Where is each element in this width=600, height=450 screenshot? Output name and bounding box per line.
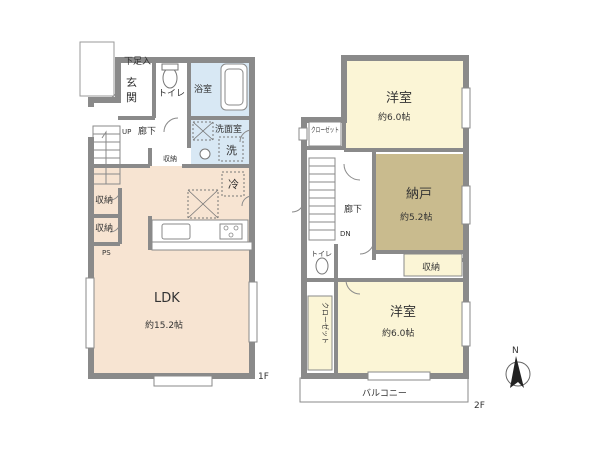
- bathtub-inner: [224, 68, 244, 106]
- kitchen-sink: [161, 223, 191, 240]
- room1-size: 約6.0帖: [378, 111, 410, 123]
- floor2-stairs: [308, 157, 336, 241]
- toilet-fixture-2f: [315, 257, 329, 275]
- label-entrance-1: 玄: [126, 75, 137, 89]
- bathtub: [220, 63, 248, 111]
- floor2: 洋室 約6.0帖 クローゼット 納戸 約5.2帖 収納 廊下 DN トイレ クロ…: [291, 55, 485, 411]
- label-storage-left-2: 収納: [95, 222, 113, 234]
- fridge-space: [221, 171, 245, 197]
- label-entrance-storage: 下足入: [124, 56, 151, 67]
- label-up: UP: [122, 128, 131, 136]
- balcony: [299, 377, 469, 403]
- label-ps: PS: [102, 249, 111, 257]
- label-balcony: バルコニー: [362, 388, 407, 399]
- compass: N: [505, 346, 531, 388]
- ldk-size: 約15.2帖: [145, 319, 183, 331]
- entry-porch: [79, 41, 115, 97]
- wash-basin: [199, 148, 211, 160]
- label-entrance-2: 関: [126, 91, 137, 104]
- washer-space: [218, 136, 244, 162]
- label-toilet-2f: トイレ: [311, 250, 332, 258]
- kitchen-stove: [219, 223, 243, 240]
- compass-needle: [510, 356, 524, 388]
- label-washroom: 洗面室: [215, 123, 242, 135]
- room1-name: 洋室: [386, 90, 412, 106]
- label-storage-left-1: 収納: [95, 194, 113, 206]
- room2-name: 洋室: [390, 304, 416, 320]
- label-hallway-1f: 廊下: [138, 125, 156, 137]
- label-fridge: 冷: [228, 178, 239, 191]
- wash-storage: [192, 121, 214, 141]
- toilet-fixture-1f: [162, 67, 178, 89]
- room2-floor: [338, 282, 466, 374]
- ldk-name: LDK: [154, 291, 180, 306]
- storeroom-name: 納戸: [406, 187, 432, 202]
- floor2-windows: [298, 87, 471, 381]
- floor1-interior-walls: [91, 60, 252, 250]
- floor2-doors: [291, 163, 375, 295]
- room2-size: 約6.0帖: [382, 327, 414, 339]
- room1-floor: [344, 60, 466, 148]
- label-dn: DN: [340, 230, 351, 238]
- label-bathroom: 浴室: [194, 83, 212, 95]
- closet2: [307, 295, 333, 371]
- label-hallway-2f: 廊下: [344, 203, 362, 215]
- floor2-interior-walls: [304, 120, 466, 376]
- toilet-tank-1f: [161, 63, 179, 71]
- floor1-windows: [85, 277, 258, 387]
- label-storage-2f: 収納: [422, 261, 440, 273]
- floor1-doors: [103, 85, 253, 233]
- floor1: 下足入 玄 関 トイレ 浴室 UP 廊下 洗面室 洗 収納 冷 収納 収納 PS…: [79, 41, 269, 387]
- label-closet2: クローゼット: [321, 302, 330, 344]
- label-washer: 洗: [226, 144, 237, 157]
- kitchen-cabinet-dashed: [187, 189, 219, 219]
- storeroom-floor: [376, 154, 464, 250]
- label-closet1: クローゼット: [311, 125, 339, 134]
- kitchen-back-counter: [151, 241, 253, 251]
- closet1: [308, 121, 342, 147]
- storage-2f: [403, 253, 463, 277]
- floor1-stairs: [92, 125, 121, 185]
- compass-ring: [505, 361, 531, 387]
- storeroom-size: 約5.2帖: [400, 211, 432, 223]
- label-toilet-1f: トイレ: [158, 89, 185, 99]
- compass-north-label: N: [512, 346, 519, 356]
- ldk-floor: [91, 166, 252, 376]
- floor1-label: 1F: [258, 372, 269, 382]
- floor2-label: 2F: [474, 401, 485, 411]
- label-storage-hall: 収納: [163, 154, 177, 163]
